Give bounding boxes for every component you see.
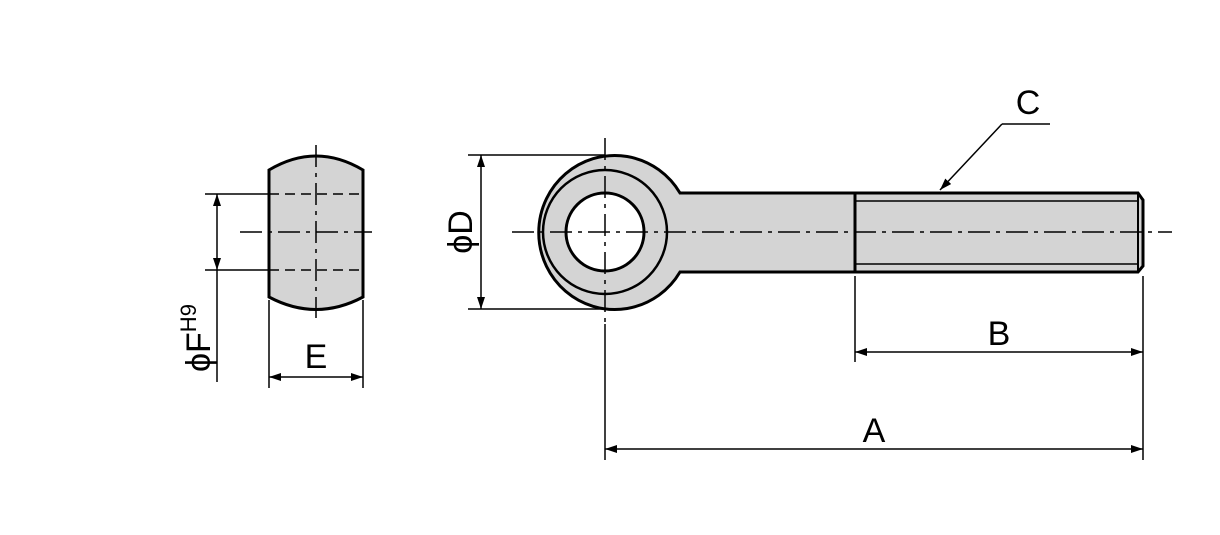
c-leader-arrow bbox=[939, 123, 1003, 191]
f-tolerance: H9 bbox=[176, 304, 201, 332]
e-label: E bbox=[305, 338, 328, 376]
eye-bolt-body bbox=[537, 154, 1145, 311]
c-label: C bbox=[1016, 84, 1041, 122]
front-view: ϕD C B A bbox=[442, 84, 1172, 460]
side-view: ϕFH9 E bbox=[176, 145, 372, 388]
d-label: ϕD bbox=[442, 210, 480, 254]
f-symbol: ϕF bbox=[180, 332, 218, 372]
f-label: ϕFH9 bbox=[176, 304, 218, 372]
b-label: B bbox=[988, 315, 1011, 353]
a-label: A bbox=[863, 412, 886, 450]
